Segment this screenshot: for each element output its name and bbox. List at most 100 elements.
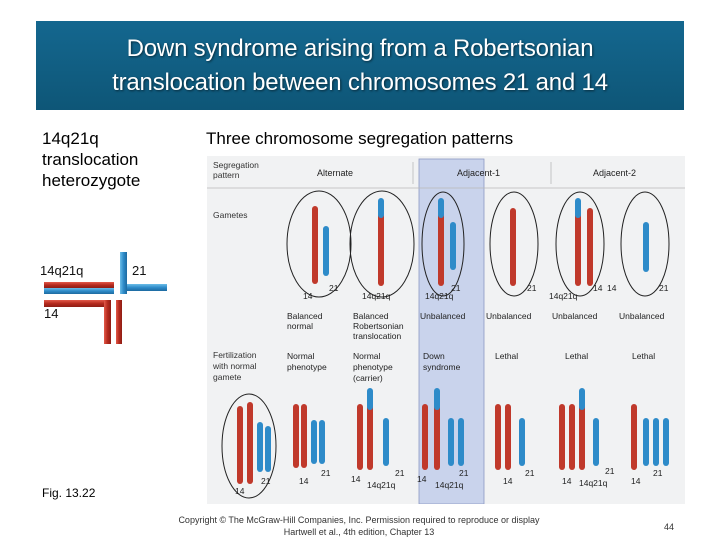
- row-label-segregation: Segregation pattern: [213, 160, 261, 180]
- gamete-1-chr21: [323, 226, 329, 276]
- zygote-label-6: 14q21q: [367, 480, 396, 490]
- zygote-3-chr14q21q: [434, 404, 440, 470]
- outcome-2-line-2: phenotype: [353, 362, 393, 372]
- zygote-ellipse-normal: [221, 393, 277, 499]
- zygote-label-12: 14: [503, 476, 513, 486]
- gamete-ellipse-5: [555, 191, 605, 297]
- zygote-5-chr14q21q-blue-arm: [579, 388, 585, 410]
- gamete-1-chr14: [312, 206, 318, 284]
- row-label-segregation-1: Segregation: [213, 160, 259, 170]
- zygote-1-chr21-b: [319, 420, 325, 464]
- outcome-2: Normal phenotype (carrier): [353, 351, 395, 383]
- chr21-vertical: [120, 252, 127, 294]
- row-label-fertilization-3: gamete: [213, 372, 242, 382]
- gamete-6-chr21: [643, 222, 649, 272]
- heterozygote-heading: 14q21q translocation heterozygote: [42, 128, 192, 191]
- copyright-line-2: Hartwell et al., 4th edition, Chapter 13: [283, 527, 435, 537]
- gamete-2-chr14q21q: [378, 206, 384, 286]
- outcome-1: Normal phenotype: [287, 351, 327, 372]
- gamete-label-2: 21: [329, 283, 339, 293]
- zygote-1-chr14-b: [301, 404, 307, 468]
- zygote-1-chr14-a: [293, 404, 299, 468]
- gamete-status-1-line-2: normal: [287, 321, 313, 331]
- heterozygote-heading-line-3: heterozygote: [42, 171, 141, 190]
- gamete-label-3: 14q21q: [362, 291, 391, 301]
- zygote-label-14: 21: [605, 466, 615, 476]
- gamete-status-4: Unbalanced: [486, 311, 532, 321]
- zygote-normal-chr21-b: [265, 426, 271, 472]
- label-14: 14: [44, 306, 58, 321]
- row-label-fertilization-2: with normal: [212, 361, 257, 371]
- slide-title-line-1: Down syndrome arising from a Robertsonia…: [126, 34, 594, 62]
- zygote-label-5: 14: [351, 474, 361, 484]
- row-label-fertilization-1: Fertilization: [213, 350, 257, 360]
- zygote-5-chr21: [593, 418, 599, 466]
- heterozygote-diagram: 14q21q 21 14: [40, 252, 167, 344]
- chr14-horizontal: [44, 300, 106, 307]
- gamete-ellipse-4: [489, 191, 539, 297]
- gamete-5-chr14q21q: [575, 206, 581, 286]
- outcome-1-line-1: Normal: [287, 351, 315, 361]
- translocation-arm-blue-top: [44, 288, 114, 294]
- label-21: 21: [132, 263, 146, 278]
- zygote-2-chr14: [357, 404, 363, 470]
- zygote-normal-chr21-a: [257, 422, 263, 472]
- zygote-label-3: 14: [299, 476, 309, 486]
- gamete-ellipse-2: [349, 190, 415, 298]
- segregation-figure: Segregation pattern Gametes Fertilizatio…: [207, 156, 685, 505]
- zygote-5-chr14-a: [559, 404, 565, 470]
- outcome-1-line-2: phenotype: [287, 362, 327, 372]
- zygote-2-chr14q21q-blue-arm: [367, 388, 373, 410]
- label-14q21q: 14q21q: [40, 263, 83, 278]
- zygote-6-chr21-c: [663, 418, 669, 466]
- copyright-line-1: Copyright © The McGraw-Hill Companies, I…: [178, 515, 540, 525]
- pattern-alternate: Alternate: [317, 168, 353, 178]
- figure-label: Fig. 13.22: [42, 486, 96, 500]
- segregation-figure-svg: Segregation pattern Gametes Fertilizatio…: [207, 158, 685, 505]
- zygote-3-chr21-b: [458, 418, 464, 466]
- page-number: 44: [664, 522, 675, 532]
- gamete-status-1-line-1: Balanced: [287, 311, 323, 321]
- outcome-6: Lethal: [632, 351, 655, 361]
- zygote-label-15: 14q21q: [579, 478, 608, 488]
- zygote-4-chr21: [519, 418, 525, 466]
- chr21-horizontal: [127, 284, 167, 291]
- zygote-normal-chr14-b: [247, 402, 253, 484]
- gamete-label-5: 14q21q: [425, 291, 454, 301]
- heterozygote-heading-line-1: 14q21q: [42, 129, 99, 148]
- gamete-status-2: Balanced Robertsonian translocation: [353, 311, 406, 341]
- gamete-status-1: Balanced normal: [287, 311, 325, 331]
- zygote-label-4: 21: [321, 468, 331, 478]
- zygote-label-2: 14: [235, 486, 245, 496]
- zygote-normal-chr14-a: [237, 406, 243, 484]
- gamete-ellipse-3: [421, 191, 465, 297]
- zygote-label-11: 21: [525, 468, 535, 478]
- slide-title-bar: Down syndrome arising from a Robertsonia…: [36, 21, 684, 110]
- outcome-5: Lethal: [565, 351, 588, 361]
- pattern-adjacent-2: Adjacent-2: [593, 168, 636, 178]
- zygote-label-13: 14: [562, 476, 572, 486]
- copyright-notice: Copyright © The McGraw-Hill Companies, I…: [130, 514, 588, 538]
- gamete-status-3: Unbalanced: [420, 311, 466, 321]
- outcome-3-line-1: Down: [423, 351, 445, 361]
- zygote-6-chr21-a: [643, 418, 649, 466]
- gamete-label-9: 14: [607, 283, 617, 293]
- slide-title-line-2: translocation between chromosomes 21 and…: [112, 68, 608, 96]
- zygote-2-chr21: [383, 418, 389, 466]
- zygote-label-17: 21: [653, 468, 663, 478]
- gamete-5-chr14: [587, 208, 593, 286]
- segregation-heading: Three chromosome segregation patterns: [206, 129, 514, 148]
- zygote-4-chr14-a: [495, 404, 501, 470]
- gamete-label-7: 14: [593, 283, 603, 293]
- outcome-2-line-3: (carrier): [353, 373, 383, 383]
- chr14-vertical: [104, 300, 111, 344]
- row-label-gametes: Gametes: [213, 210, 248, 220]
- zygote-6-chr14: [631, 404, 637, 470]
- zygote-label-9: 21: [459, 468, 469, 478]
- gamete-label-6: 21: [527, 283, 537, 293]
- gamete-status-5: Unbalanced: [552, 311, 598, 321]
- outcome-3-line-2: syndrome: [423, 362, 461, 372]
- gamete-3-chr14q21q: [438, 206, 444, 286]
- gamete-4-chr14: [510, 208, 516, 286]
- gamete-status-2-line-1: Balanced: [353, 311, 389, 321]
